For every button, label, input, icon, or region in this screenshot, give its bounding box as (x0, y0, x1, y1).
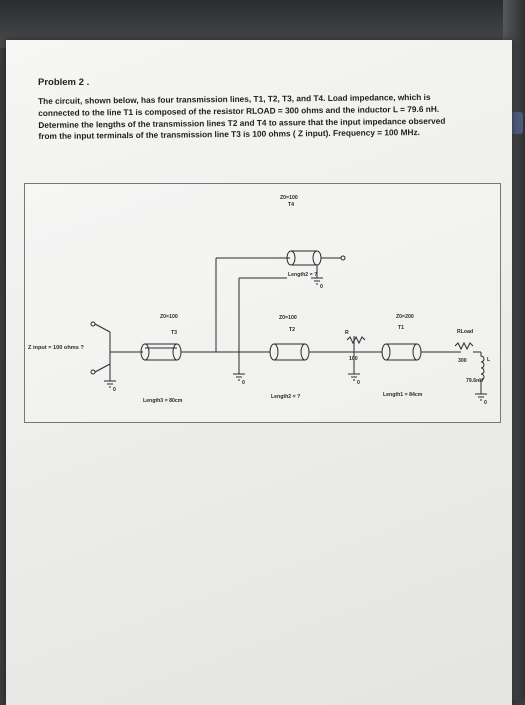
ground-resistor (348, 373, 360, 381)
ground-load (475, 393, 487, 401)
circuit-schematic (90, 250, 487, 401)
problem-statement: The circuit, shown below, has four trans… (38, 91, 446, 142)
ground-load-label: 0 (484, 400, 487, 406)
rload-zigzag (454, 341, 474, 351)
resistor-zigzag (346, 335, 366, 345)
ground-t3-label: 0 (113, 387, 116, 393)
input-lead-top (94, 323, 111, 333)
input-lead-bottom (94, 363, 111, 373)
t1-length-label: Length1 = 84cm (383, 392, 423, 398)
ground-t2-label: 0 (242, 380, 245, 386)
inductor-coil (480, 352, 485, 394)
inductor-value-label: 79.6nH (466, 378, 484, 384)
zin-label: Z input = 100 ohms ? (28, 345, 84, 351)
t4-body-right (312, 250, 322, 266)
ground-t2 (233, 373, 245, 381)
rload-value-label: 300 (458, 358, 467, 364)
resistor-name-label: R (345, 330, 349, 336)
t4-length-label: Length2 = ? (288, 272, 318, 278)
paper-sheet (6, 40, 512, 705)
problem-title: Problem 2 . (38, 77, 90, 88)
circuit-diagram: Z0=100 T4 Length2 = ? Z0=100 T3 Length3 … (24, 183, 501, 423)
t4-open-end (340, 255, 346, 261)
ground-resistor-label: 0 (357, 380, 360, 386)
t2-length-label: Length2 = ? (271, 394, 301, 400)
t1-z0-label: Z0=200 (396, 314, 414, 320)
resistor-value-label: 100 (349, 356, 358, 362)
t3-z0-label: Z0=100 (160, 314, 178, 320)
ground-t4 (311, 277, 323, 285)
t3-length-label: Length3 = 80cm (143, 398, 183, 404)
ground-t3 (104, 380, 116, 388)
t3-body-right (172, 343, 182, 361)
input-terminal-top (90, 321, 96, 327)
t2-body-left (269, 343, 279, 361)
ground-t4-label: 0 (320, 284, 323, 290)
t2-name-label: T2 (289, 327, 296, 333)
t2-z0-label: Z0=100 (279, 315, 297, 321)
rload-name-label: RLoad (457, 329, 474, 335)
t1-body-right (412, 343, 422, 361)
t4-name-label: T4 (288, 202, 295, 208)
t4-z0-label: Z0=100 (280, 195, 298, 201)
t1-body-left (381, 343, 391, 361)
inductor-name-label: L (487, 357, 491, 363)
t3-name-label: T3 (171, 330, 178, 336)
t1-name-label: T1 (398, 325, 405, 331)
input-terminal-bottom (90, 369, 96, 375)
t2-body-right (300, 343, 310, 361)
